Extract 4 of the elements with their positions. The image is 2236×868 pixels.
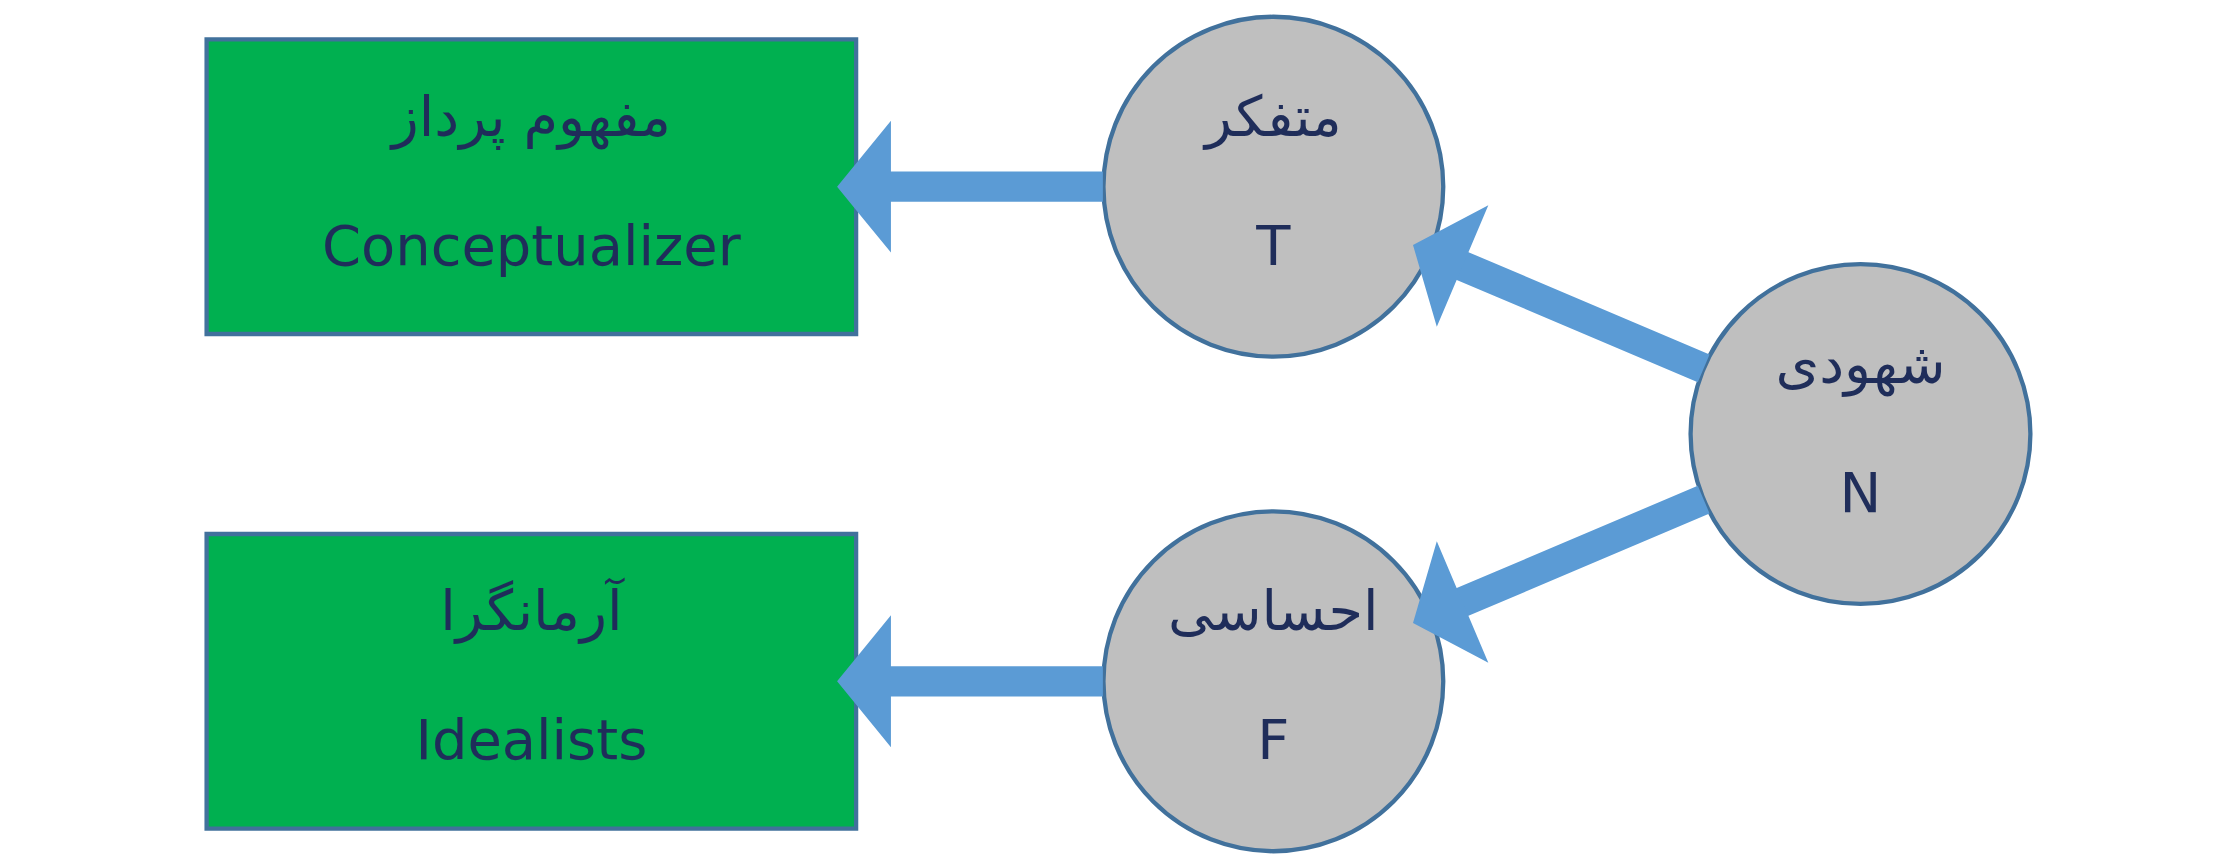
arrow <box>1412 205 1710 383</box>
arrow <box>836 120 1103 253</box>
arrow <box>1412 485 1710 663</box>
arrow <box>836 615 1103 748</box>
